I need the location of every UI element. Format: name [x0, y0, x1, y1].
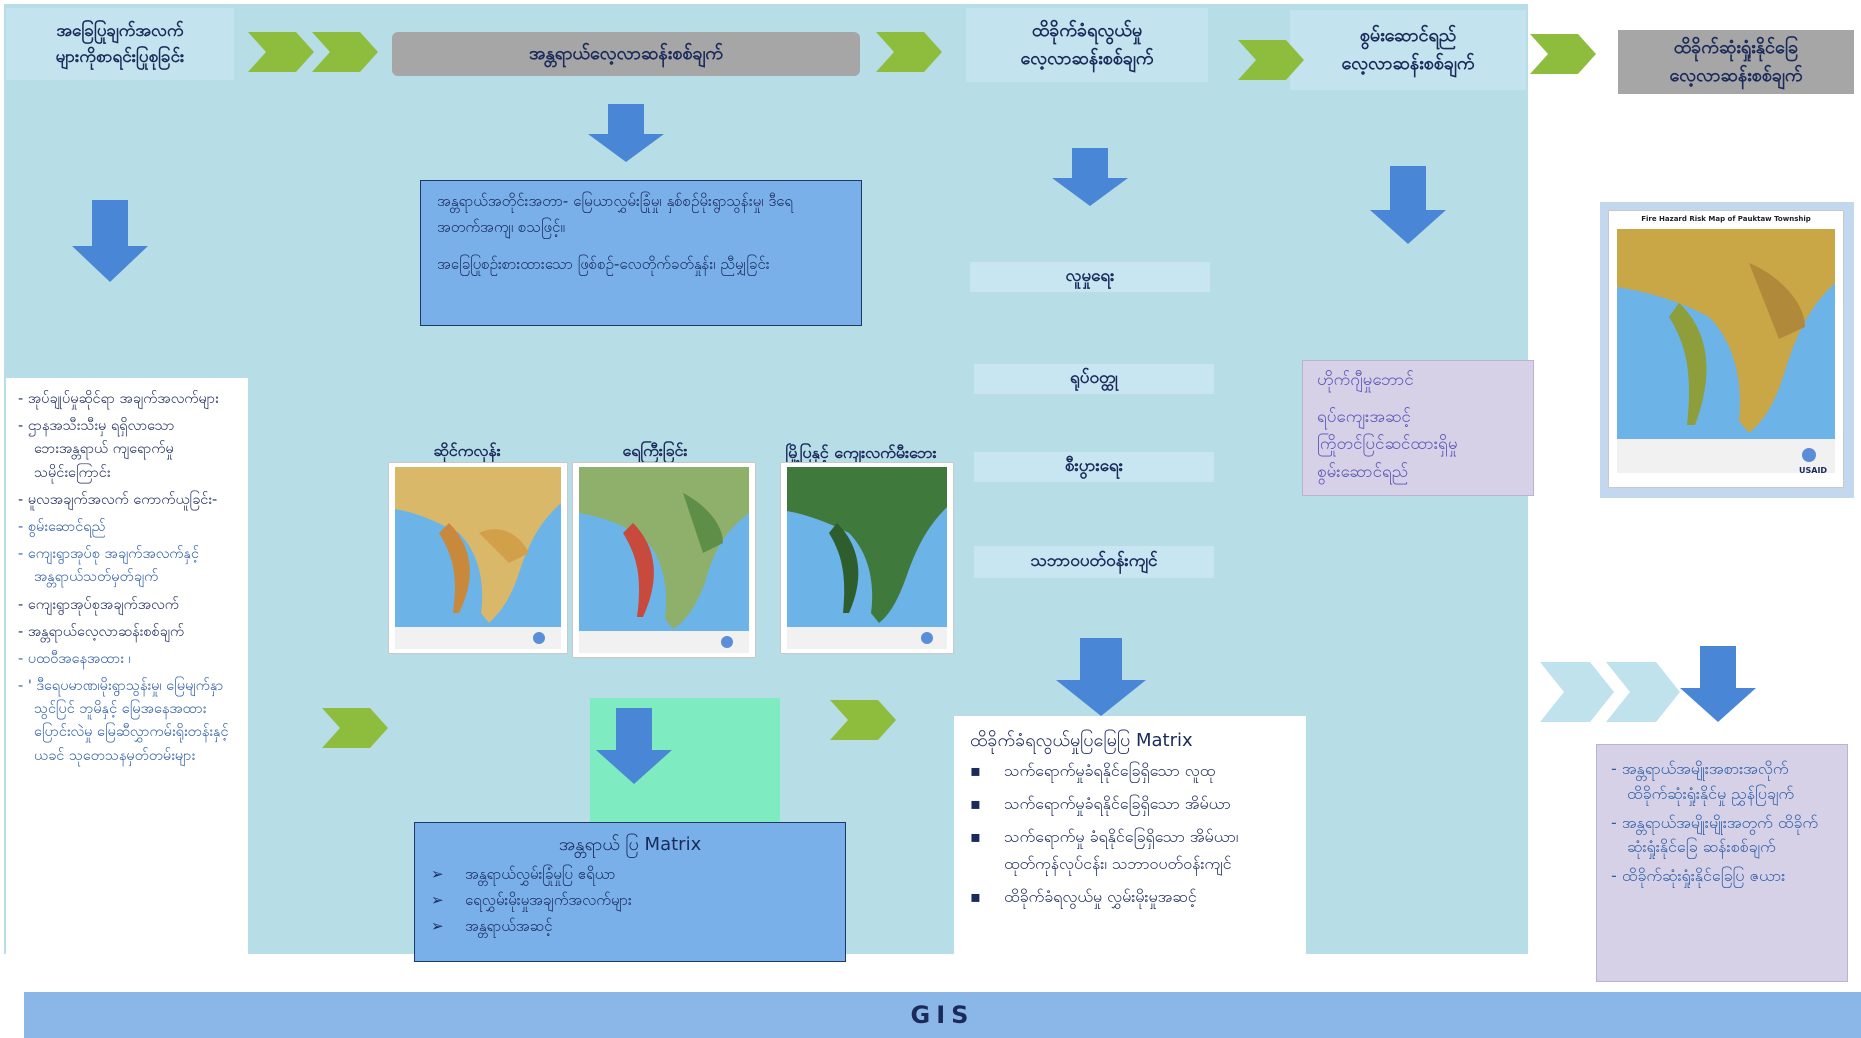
header-capacity-assessment: စွမ်းဆောင်ရည် လေ့လာဆန်းစစ်ချက် [1290, 10, 1526, 90]
arrow-down-icon [588, 104, 664, 162]
vulnerability-matrix-item-text: သက်ရောက်မှုခံရနိုင်ခြေရှိသော အိမ်ယာ [1004, 793, 1231, 813]
header-risk-assessment: ထိခိုက်ဆုံးရှုံးနိုင်ခြေ လေ့လာဆန်းစစ်ချက… [1618, 30, 1854, 94]
hazard-matrix-item: ➢ အန္တရာယ်အဆင့် [431, 913, 829, 939]
left-list-item: - အန္တရာယ်လေ့လာဆန်းစစ်ချက် [18, 623, 185, 640]
header-hazard-assessment: အန္တရာယ်လေ့လာဆန်းစစ်ချက် [392, 32, 860, 76]
hazard-matrix-item-text: အန္တရာယ်လွှမ်းခြုံမှုပြ ဧရိယာ [465, 864, 616, 883]
usaid-logo: USAID [1799, 466, 1827, 475]
vulnerability-matrix-item: ▪ သက်ရောက်မှု ခံရနိုင်ခြေရှိသော အိမ်ယာ၊ ထ… [970, 823, 1290, 877]
cyclone-map-image [388, 462, 568, 654]
chevron-right-icon [1238, 40, 1304, 80]
square-bullet-icon: ▪ [970, 887, 981, 907]
arrow-down-icon [596, 708, 672, 784]
left-list-item: - စွမ်းဆောင်ရည် [18, 518, 106, 535]
hazard-matrix-title: အန္တရာယ် ပြ Matrix [558, 834, 702, 855]
left-list-item: - မူလအချက်အလက် ကောက်ယူခြင်း- [18, 491, 218, 508]
left-list-item: - ' ဒီရေပမာဏ၊မိုးရွာသွန်းမှု၊ မြေမျက်နှာ… [18, 678, 229, 764]
left-list-item: - ဌာနအသီးသီးမှ ရရှိလာသော ဘေးအန္တရာယ် ကျရ… [18, 418, 175, 481]
left-list-item: - ကျေးရွာအုပ်စုအချက်အလက် [18, 596, 179, 613]
hazard-matrix-item: ➢ ရေလွှမ်းမိုးမှုအချက်အလက်များ [431, 887, 829, 913]
risk-outputs-box: - အန္တရာယ်အမျိုးအစားအလိုက် ထိခိုက်ဆုံးရှ… [1596, 744, 1848, 982]
left-data-list: - အုပ်ချုပ်မှုဆိုင်ရာ အချက်အလက်များ - ဌာန… [6, 378, 248, 978]
hazard-matrix-item-text: အန္တရာယ်အဆင့် [465, 917, 553, 935]
capacity-box: ဟိုက်ဂျီမှုဘောင် ရပ်ကျေးအဆင့် ကြိုတင်ပြင… [1302, 360, 1534, 496]
vulnerability-physical: ရုပ်ဝတ္ထု [974, 364, 1214, 394]
left-list-item: - အုပ်ချုပ်မှုဆိုင်ရာ အချက်အလက်များ [18, 391, 219, 407]
vulnerability-matrix-title: ထိခိုက်ခံရလွယ်မှုပြမြေပြ Matrix [970, 730, 1193, 751]
chevron-right-icon [1540, 662, 1614, 722]
capacity-framework: ဟိုက်ဂျီမှုဘောင် [1317, 370, 1414, 390]
map-title-cyclone: ဆိုင်ကလုန်း [433, 441, 501, 460]
vulnerability-matrix-item-text: သက်ရောက်မှုခံရနိုင်ခြေရှိသော လူထု [1004, 760, 1216, 780]
square-bullet-icon: ▪ [970, 760, 981, 780]
vulnerability-social: လူမှုရေး [970, 262, 1210, 292]
chevron-right-icon [248, 32, 314, 72]
fire-map-image [780, 462, 954, 654]
vulnerability-economic: စီးပွားရေး [974, 452, 1214, 482]
vulnerability-matrix-box: ထိခိုက်ခံရလွယ်မှုပြမြေပြ Matrix ▪ သက်ရောက… [954, 716, 1306, 1000]
chevron-right-icon [876, 32, 942, 72]
hazard-parameters-box: အန္တရာယ်အတိုင်းအတာ- မြေယာလွှမ်းခြုံမှု၊ … [420, 180, 862, 326]
arrow-down-icon [72, 200, 148, 282]
hazard-matrix-box: အန္တရာယ် ပြ Matrix ➢ အန္တရာယ်လွှမ်းခြုံမှ… [414, 822, 846, 962]
arrow-down-icon [1680, 646, 1756, 722]
map-title-fire: မြို့ပြနှင့် ကျေးလက်မီးဘေး [785, 443, 937, 462]
gis-bar: GIS [24, 992, 1861, 1038]
chevron-right-icon [322, 708, 388, 748]
arrow-down-icon [1052, 148, 1128, 206]
left-list-item: - ကျေးရွာအုပ်စု အချက်အလက်နှင့် အန္တရာယ်သ… [18, 546, 200, 586]
header-vulnerability-assessment: ထိခိုက်ခံရလွယ်မှု လေ့လာဆန်းစစ်ချက် [966, 8, 1208, 82]
chevron-right-icon [1606, 662, 1680, 722]
arrow-bullet-icon: ➢ [431, 890, 444, 909]
vulnerability-matrix-item: ▪ သက်ရောက်မှုခံရနိုင်ခြေရှိသော အိမ်ယာ [970, 790, 1290, 817]
square-bullet-icon: ▪ [970, 826, 981, 846]
header-inventory: အခြေပြုချက်အလက် များကိုစာရင်းပြုစုခြင်း [6, 8, 234, 80]
risk-output-item: - အန္တရာယ်အမျိုးမျိုးအတွက် ထိခိုက်ဆုံးရှ… [1611, 812, 1818, 857]
hazard-scenario-text: အခြေပြုစဉ်းစားထားသော ဖြစ်စဉ်-လေတိုက်ခတ်န… [437, 255, 770, 273]
capacity-village-preparedness: ရပ်ကျေးအဆင့် ကြိုတင်ပြင်ဆင်ထားရှိမှု စွမ… [1317, 407, 1458, 482]
risk-output-item: - ထိခိုက်ဆုံးရှုံးနိုင်ခြေပြ ဇယား [1611, 866, 1786, 886]
vulnerability-environment: သဘာဝပတ်ဝန်းကျင် [974, 546, 1214, 578]
square-bullet-icon: ▪ [970, 793, 981, 813]
risk-map-caption: Fire Hazard Risk Map of Pauktaw Township [1641, 215, 1811, 223]
hazard-parameters-text: အန္တရာယ်အတိုင်းအတာ- မြေယာလွှမ်းခြုံမှု၊ … [437, 192, 793, 236]
vulnerability-matrix-item-text: ထိခိုက်ခံရလွယ်မှု လွှမ်းမိုးမှုအဆင့် [1004, 887, 1197, 907]
left-list-item: - ပထဝီအနေအထား ၊ [18, 650, 131, 667]
map-title-flood: ရေကြီးခြင်း [622, 441, 688, 460]
chevron-right-icon [1530, 34, 1596, 74]
hazard-matrix-item: ➢ အန္တရာယ်လွှမ်းခြုံမှုပြ ဧရိယာ [431, 861, 829, 887]
chevron-right-icon [312, 32, 378, 72]
vulnerability-matrix-item: ▪ ထိခိုက်ခံရလွယ်မှု လွှမ်းမိုးမှုအဆင့် [970, 883, 1290, 910]
chevron-right-icon [830, 700, 896, 740]
vulnerability-matrix-item-text: သက်ရောက်မှု ခံရနိုင်ခြေရှိသော အိမ်ယာ၊ ထု… [1004, 826, 1239, 874]
risk-map-frame: Fire Hazard Risk Map of Pauktaw Township… [1600, 202, 1854, 498]
vulnerability-matrix-item: ▪ သက်ရောက်မှုခံရနိုင်ခြေရှိသော လူထု [970, 757, 1290, 784]
arrow-down-icon [1370, 166, 1446, 244]
risk-output-item: - အန္တရာယ်အမျိုးအစားအလိုက် ထိခိုက်ဆုံးရှ… [1611, 759, 1795, 803]
hazard-matrix-item-text: ရေလွှမ်းမိုးမှုအချက်အလက်များ [465, 890, 632, 909]
fire-risk-map-image: Fire Hazard Risk Map of Pauktaw Township… [1608, 210, 1844, 488]
arrow-down-icon [1056, 638, 1146, 716]
arrow-bullet-icon: ➢ [431, 864, 444, 883]
flood-map-image [572, 462, 756, 658]
arrow-bullet-icon: ➢ [431, 917, 444, 935]
